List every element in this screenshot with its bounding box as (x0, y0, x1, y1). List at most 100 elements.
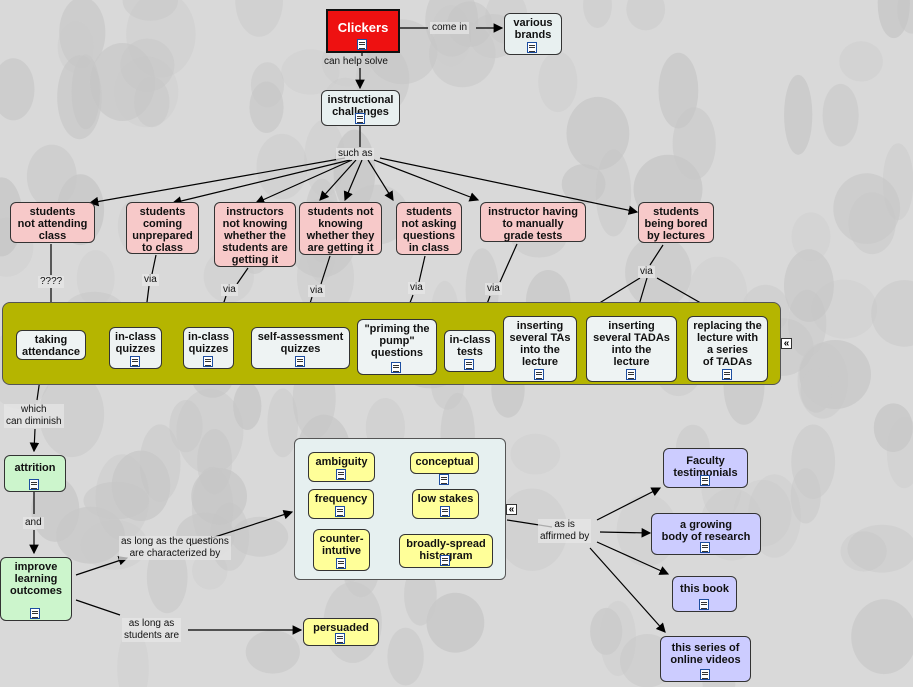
link-via: via (408, 282, 425, 294)
concept-label: improve learning outcomes (10, 561, 62, 597)
concept-label: conceptual (415, 456, 474, 468)
strategy-priming[interactable]: "priming the pump" questions (357, 319, 437, 375)
link-come-in: come in (430, 22, 470, 34)
link-such-as: such as (336, 148, 375, 160)
trait-low-stakes[interactable]: low stakes (412, 489, 479, 519)
concept-label: replacing the lecture with a series of T… (693, 320, 762, 368)
trait-counter-intuitive[interactable]: counter- intutive (313, 529, 370, 571)
trait-conceptual[interactable]: conceptual (410, 452, 479, 485)
strategy-replace-lecture[interactable]: replacing the lecture with a series of T… (687, 316, 768, 382)
concept-label: Faculty testimonials (673, 455, 738, 479)
document-icon[interactable] (440, 555, 450, 566)
strategy-tests[interactable]: in-class tests (444, 330, 496, 372)
document-icon[interactable] (698, 599, 709, 610)
concept-label: instructional challenges (327, 94, 394, 118)
strategy-tadas[interactable]: inserting several TADAs into the lecture (586, 316, 677, 382)
outcome-attrition[interactable]: attrition (4, 455, 66, 492)
concept-label: attrition (14, 462, 56, 474)
concept-brands[interactable]: various brands (504, 13, 562, 55)
link-via: via (485, 283, 502, 295)
collapse-icon[interactable]: « (781, 338, 792, 349)
document-icon[interactable] (30, 608, 40, 619)
document-icon[interactable] (202, 356, 213, 367)
concept-label: students not attending class (17, 206, 88, 242)
document-icon[interactable] (527, 42, 537, 53)
document-icon[interactable] (721, 369, 732, 380)
trait-frequency[interactable]: frequency (308, 489, 374, 519)
document-icon[interactable] (129, 356, 140, 367)
concept-label: self-assessment quizzes (257, 331, 344, 355)
concept-label: in-class quizzes (115, 331, 156, 355)
link-as-is-affirmed-by: as is affirmed by (538, 519, 592, 543)
link-via: via (142, 274, 159, 286)
concept-label: instructors not knowing whether the stud… (222, 206, 288, 266)
strategy-tas[interactable]: inserting several TAs into the lecture (503, 316, 577, 382)
evidence-faculty-testimonials[interactable]: Faculty testimonials (663, 448, 748, 488)
trait-histogram[interactable]: broadly-spread histogram (399, 534, 493, 568)
concept-persuaded[interactable]: persuaded (303, 618, 379, 646)
concept-label: instructor having to manually grade test… (488, 206, 578, 242)
concept-label: counter- intutive (319, 533, 364, 557)
document-icon[interactable] (335, 633, 345, 644)
challenge-instructors-not-knowing[interactable]: instructors not knowing whether the stud… (214, 202, 296, 267)
trait-ambiguity[interactable]: ambiguity (308, 452, 375, 482)
concept-label: inserting several TAs into the lecture (509, 320, 571, 368)
link-via: via (638, 266, 655, 278)
concept-instructional-challenges[interactable]: instructional challenges (321, 90, 400, 126)
concept-label: persuaded (313, 622, 369, 634)
link-and: and (23, 517, 44, 529)
document-icon[interactable] (294, 356, 305, 367)
concept-label: "priming the pump" questions (364, 323, 430, 359)
concept-label: low stakes (417, 493, 474, 505)
document-icon[interactable] (625, 369, 636, 380)
concept-label: students being bored by lectures (644, 206, 708, 242)
link-which-can-diminish: which can diminish (4, 404, 64, 428)
challenge-not-attending[interactable]: students not attending class (10, 202, 95, 243)
document-icon[interactable] (439, 506, 450, 517)
document-icon[interactable] (534, 369, 544, 380)
collapse-icon[interactable]: « (506, 504, 517, 515)
evidence-online-videos[interactable]: this series of online videos (660, 636, 751, 682)
concept-label: Clickers (337, 20, 389, 35)
concept-label: students coming unprepared to class (132, 206, 193, 254)
strategy-attendance[interactable]: taking attendance (16, 330, 86, 360)
document-icon[interactable] (29, 479, 39, 490)
concept-label: in-class tests (449, 334, 491, 358)
document-icon[interactable] (699, 669, 710, 680)
document-icon[interactable] (464, 359, 474, 370)
document-icon[interactable] (699, 475, 710, 486)
strategy-quizzes-1[interactable]: in-class quizzes (109, 327, 162, 369)
concept-label: various brands (513, 17, 553, 41)
document-icon[interactable] (335, 506, 345, 517)
challenge-bored[interactable]: students being bored by lectures (638, 202, 714, 243)
strategy-self-assessment[interactable]: self-assessment quizzes (251, 327, 350, 369)
challenge-students-not-knowing[interactable]: students not knowing whether they are ge… (299, 202, 382, 255)
concept-label: students not knowing whether they are ge… (306, 206, 375, 254)
document-icon[interactable] (700, 542, 710, 553)
challenge-not-asking[interactable]: students not asking questions in class (396, 202, 462, 255)
link-as-long-as-students: as long as students are (122, 618, 182, 642)
link-unknown: ???? (38, 276, 65, 288)
evidence-research[interactable]: a growing body of research (651, 513, 761, 555)
challenge-manual-grading[interactable]: instructor having to manually grade test… (480, 202, 586, 242)
document-icon[interactable] (357, 39, 367, 50)
concept-label: frequency (314, 493, 368, 505)
link-via: via (221, 284, 238, 296)
challenge-unprepared[interactable]: students coming unprepared to class (126, 202, 199, 254)
document-icon[interactable] (335, 558, 346, 569)
document-icon[interactable] (391, 362, 401, 373)
concept-label: a growing body of research (661, 519, 751, 543)
concept-label: in-class quizzes (188, 331, 229, 355)
document-icon[interactable] (354, 113, 365, 124)
concept-label: this series of online videos (670, 642, 741, 666)
document-icon[interactable] (438, 474, 449, 485)
strategy-quizzes-2[interactable]: in-class quizzes (183, 327, 234, 369)
outcome-improve-learning[interactable]: improve learning outcomes (0, 557, 72, 621)
link-via: via (308, 285, 325, 297)
concept-label: ambiguity (315, 456, 368, 468)
concept-clickers[interactable]: Clickers (326, 9, 400, 53)
concept-label: students not asking questions in class (401, 206, 457, 254)
document-icon[interactable] (335, 469, 346, 480)
concept-label: this book (680, 583, 729, 595)
evidence-this-book[interactable]: this book (672, 576, 737, 612)
